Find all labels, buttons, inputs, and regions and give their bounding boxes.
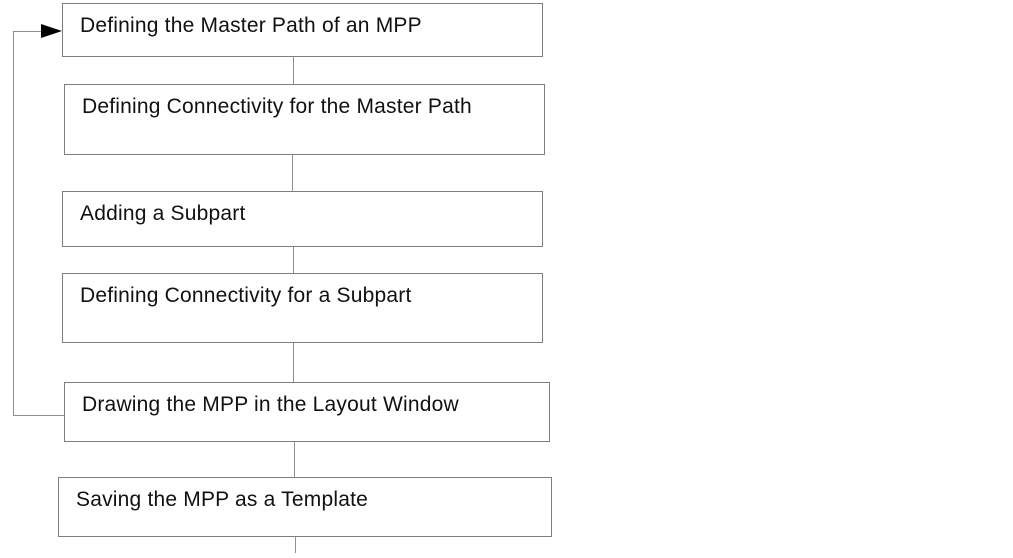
arrow-right-icon [41,24,62,38]
flow-box-adding-subpart: Adding a Subpart [62,191,543,247]
flow-box-drawing-mpp-layout: Drawing the MPP in the Layout Window [64,382,550,442]
feedback-loop-bottom-line [13,415,64,416]
feedback-loop-top-line [13,31,43,32]
flow-box-label: Defining the Master Path of an MPP [80,14,422,37]
connector-line-5 [294,442,295,477]
flow-box-defining-connectivity-master: Defining Connectivity for the Master Pat… [64,84,545,155]
flow-box-label: Adding a Subpart [80,202,246,225]
connector-line-4 [293,343,294,382]
flow-box-label: Drawing the MPP in the Layout Window [82,393,459,416]
connector-line-1 [293,57,294,84]
flow-box-label: Defining Connectivity for a Subpart [80,284,412,307]
flow-box-saving-mpp-template: Saving the MPP as a Template [58,477,552,537]
flow-box-label: Defining Connectivity for the Master Pat… [82,95,472,118]
connector-stub-bottom [295,537,296,553]
flow-box-defining-connectivity-subpart: Defining Connectivity for a Subpart [62,273,543,343]
flow-box-defining-master-path: Defining the Master Path of an MPP [62,3,543,57]
connector-line-2 [292,155,293,191]
flow-box-label: Saving the MPP as a Template [76,488,368,511]
feedback-loop-vertical-line [13,31,14,415]
connector-line-3 [293,247,294,273]
